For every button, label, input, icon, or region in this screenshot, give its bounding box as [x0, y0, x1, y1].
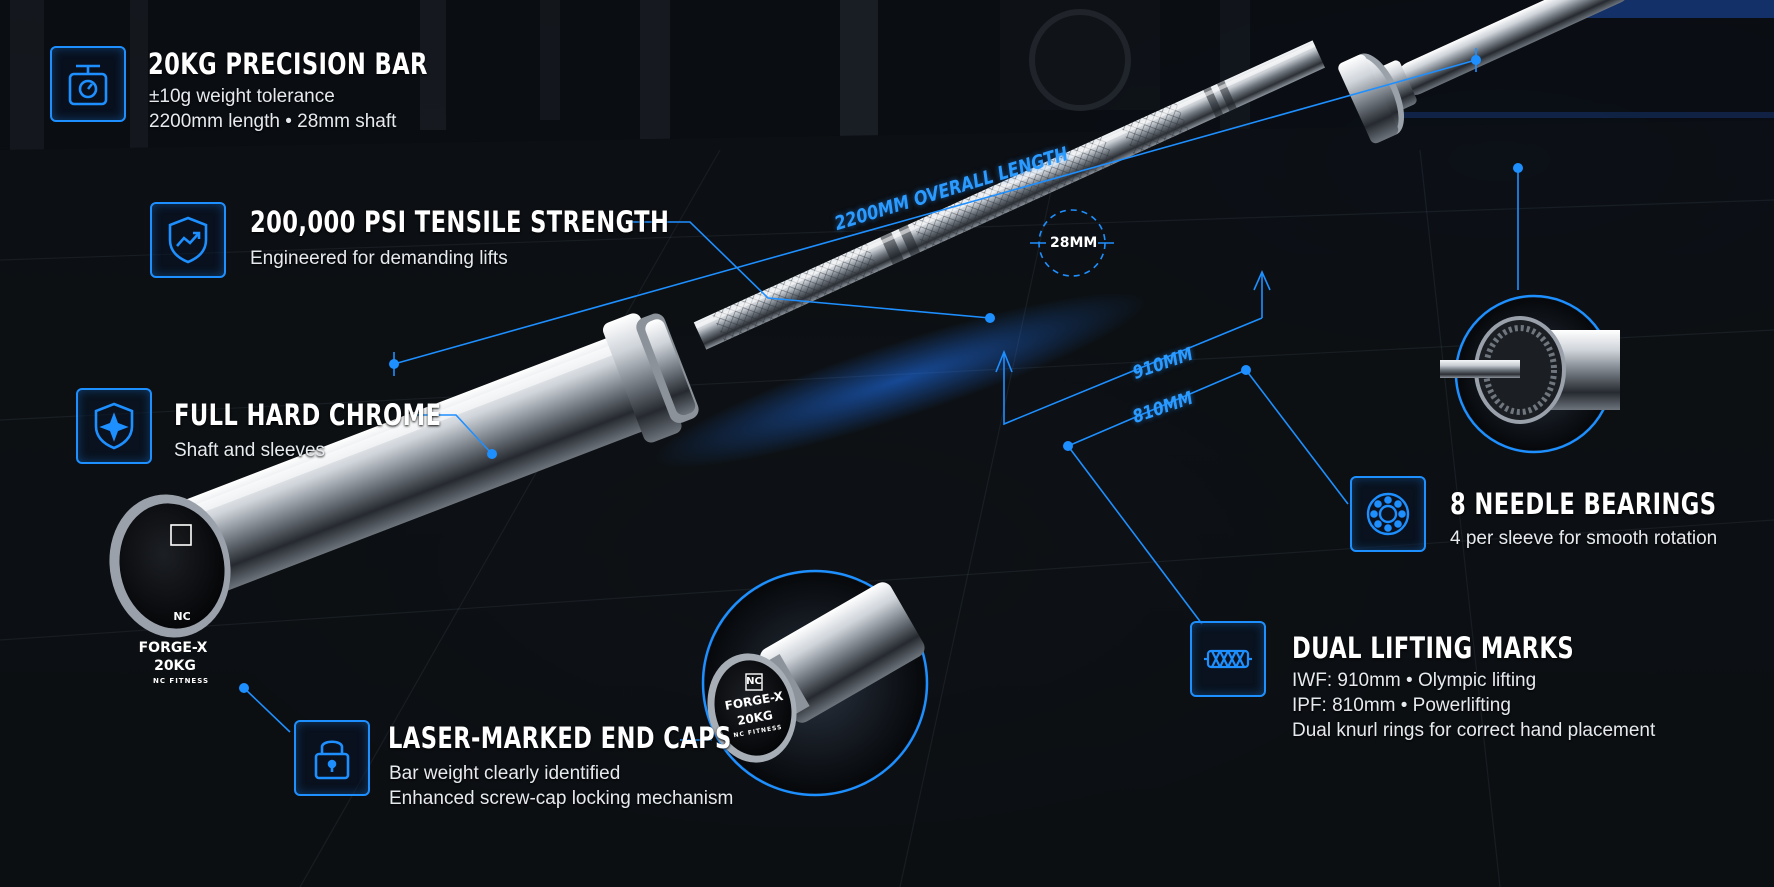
- marks-line-2: IPF: 810mm • Powerlifting: [1292, 695, 1511, 716]
- bearings-line-1: 4 per sleeve for smooth rotation: [1450, 528, 1718, 549]
- nc-logo-icon: [170, 524, 192, 546]
- endcap-zoom: [705, 573, 925, 793]
- chrome-line-1: Shaft and sleeves: [174, 440, 326, 461]
- floor-glow: [652, 291, 1148, 469]
- marks-line-1: IWF: 910mm • Olympic lifting: [1292, 670, 1537, 691]
- endcaps-title: LASER-MARKED END CAPS: [388, 721, 732, 755]
- bearings-title: 8 NEEDLE BEARINGS: [1450, 487, 1717, 521]
- end-cap-brand: NC FITNESS: [152, 677, 209, 685]
- shaft-diameter-label: 28MM: [1050, 235, 1098, 251]
- shield-sparkle-icon: [76, 388, 152, 464]
- knurl-icon: [1190, 621, 1266, 697]
- shield-trend-icon: [150, 202, 226, 278]
- callout-dots: [239, 55, 1523, 693]
- end-cap-logo: NC: [173, 610, 191, 623]
- barbell: [109, 0, 1630, 638]
- callout-lines: [243, 48, 1614, 797]
- bearing-zoom: [1440, 298, 1620, 450]
- scale-icon: [50, 46, 126, 122]
- endcaps-line-1: Bar weight clearly identified: [389, 763, 621, 784]
- padlock-icon: [294, 720, 370, 796]
- tensile-line-1: Engineered for demanding lifts: [250, 248, 508, 269]
- end-cap-model: FORGE-X: [138, 640, 208, 656]
- precision-line-1: ±10g weight tolerance: [149, 86, 335, 107]
- endcaps-line-2: Enhanced screw-cap locking mechanism: [389, 788, 734, 809]
- marks-title: DUAL LIFTING MARKS: [1292, 631, 1575, 665]
- marks-line-3: Dual knurl rings for correct hand placem…: [1292, 720, 1656, 741]
- tensile-title: 200,000 PSI TENSILE STRENGTH: [250, 205, 670, 239]
- chrome-title: FULL HARD CHROME: [174, 398, 442, 432]
- end-cap-weight: 20KG: [154, 658, 196, 674]
- zoom-cap-logo: NC: [746, 676, 762, 687]
- precision-line-2: 2200mm length • 28mm shaft: [149, 111, 397, 132]
- bearing-icon: [1350, 476, 1426, 552]
- precision-title: 20KG PRECISION BAR: [148, 47, 428, 81]
- end-cap: [109, 494, 231, 638]
